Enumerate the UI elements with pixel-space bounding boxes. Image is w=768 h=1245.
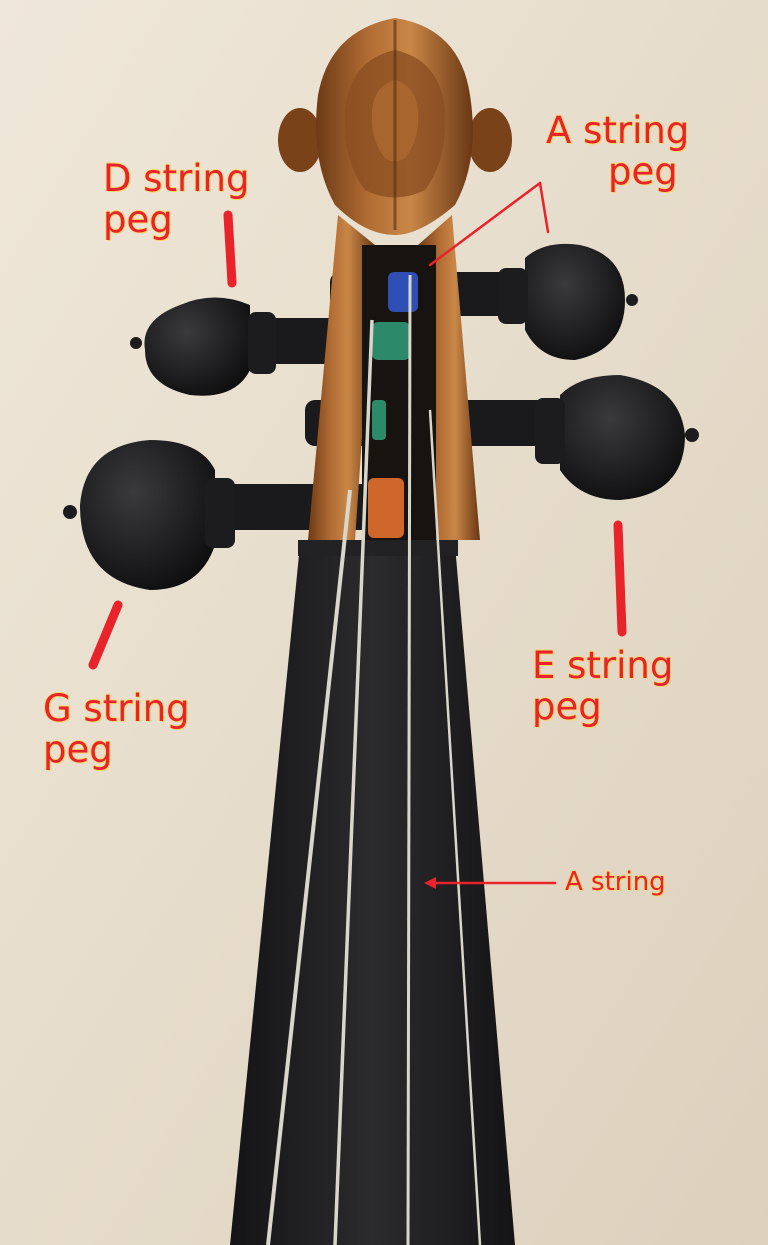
e-string-peg — [535, 375, 699, 500]
strings — [266, 274, 482, 1245]
g-peg-pointer — [88, 600, 123, 670]
g-string-peg — [63, 440, 235, 590]
a-string-label: A string — [565, 867, 666, 897]
d-string-peg — [130, 297, 276, 396]
a-peg-pointer-left — [428, 181, 542, 267]
a-string-label-text: A string — [565, 867, 666, 897]
e-peg-pointer — [613, 520, 627, 637]
e-peg-label: E string peg — [532, 645, 673, 727]
a-peg-pointer-right — [538, 181, 550, 234]
g-peg-label-line2: peg — [43, 728, 113, 771]
g-peg-label: G string peg — [43, 688, 190, 770]
a-peg-label: A string peg — [546, 110, 689, 192]
d-peg-label-line1: D string — [103, 157, 250, 200]
a-peg-label-line1: A string — [546, 109, 690, 152]
e-peg-label-line1: E string — [532, 644, 674, 687]
a-string-peg — [498, 243, 638, 360]
a-peg-label-line2: peg — [608, 150, 678, 193]
violin-scroll — [278, 18, 512, 235]
fingerboard — [230, 540, 515, 1245]
g-peg-label-line1: G string — [43, 687, 190, 730]
e-peg-label-line2: peg — [532, 685, 602, 728]
d-peg-label: D string peg — [103, 158, 249, 240]
d-peg-label-line2: peg — [103, 198, 173, 241]
a-string-arrow-head — [424, 877, 436, 889]
annotation-marks — [88, 181, 627, 889]
d-peg-pointer — [223, 210, 237, 288]
